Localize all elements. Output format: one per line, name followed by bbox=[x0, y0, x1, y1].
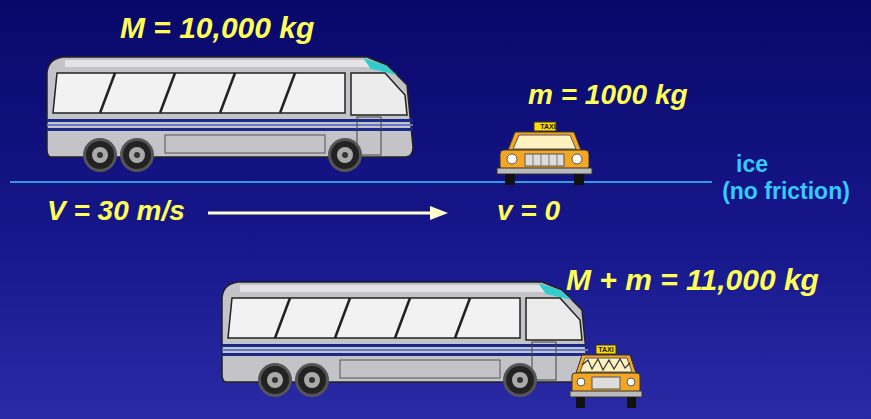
taxi-before bbox=[497, 122, 592, 185]
bus-after bbox=[222, 282, 588, 397]
ice-surface bbox=[10, 181, 712, 183]
taxi-sign bbox=[596, 345, 616, 354]
velocity-label: V = 30 m/s bbox=[47, 194, 185, 228]
wheel bbox=[576, 397, 585, 408]
taxi-cabin bbox=[576, 355, 636, 373]
velocity-label: v = 0 bbox=[497, 194, 560, 228]
crumple-marks bbox=[582, 359, 630, 370]
bus-before bbox=[47, 57, 413, 172]
taxi-grille bbox=[592, 377, 620, 389]
bumper bbox=[570, 391, 642, 397]
crushed-taxi bbox=[570, 345, 642, 408]
mass-label: m = 1000 kg bbox=[528, 78, 688, 112]
sign-text: TAXI bbox=[598, 345, 613, 354]
velocity-arrow bbox=[208, 212, 432, 215]
arrow-head bbox=[430, 206, 448, 220]
surface-label: (no friction) bbox=[722, 178, 850, 206]
surface-label: ice bbox=[736, 151, 768, 179]
mass-label: M + m = 11,000 kg bbox=[566, 262, 819, 298]
wheel bbox=[627, 397, 636, 408]
headlight bbox=[627, 378, 635, 386]
mass-label: M = 10,000 kg bbox=[120, 10, 314, 46]
headlight bbox=[577, 378, 585, 386]
sign-text: TAXI bbox=[540, 122, 555, 131]
taxi-body bbox=[572, 373, 640, 393]
taxi-windshield bbox=[580, 358, 632, 372]
